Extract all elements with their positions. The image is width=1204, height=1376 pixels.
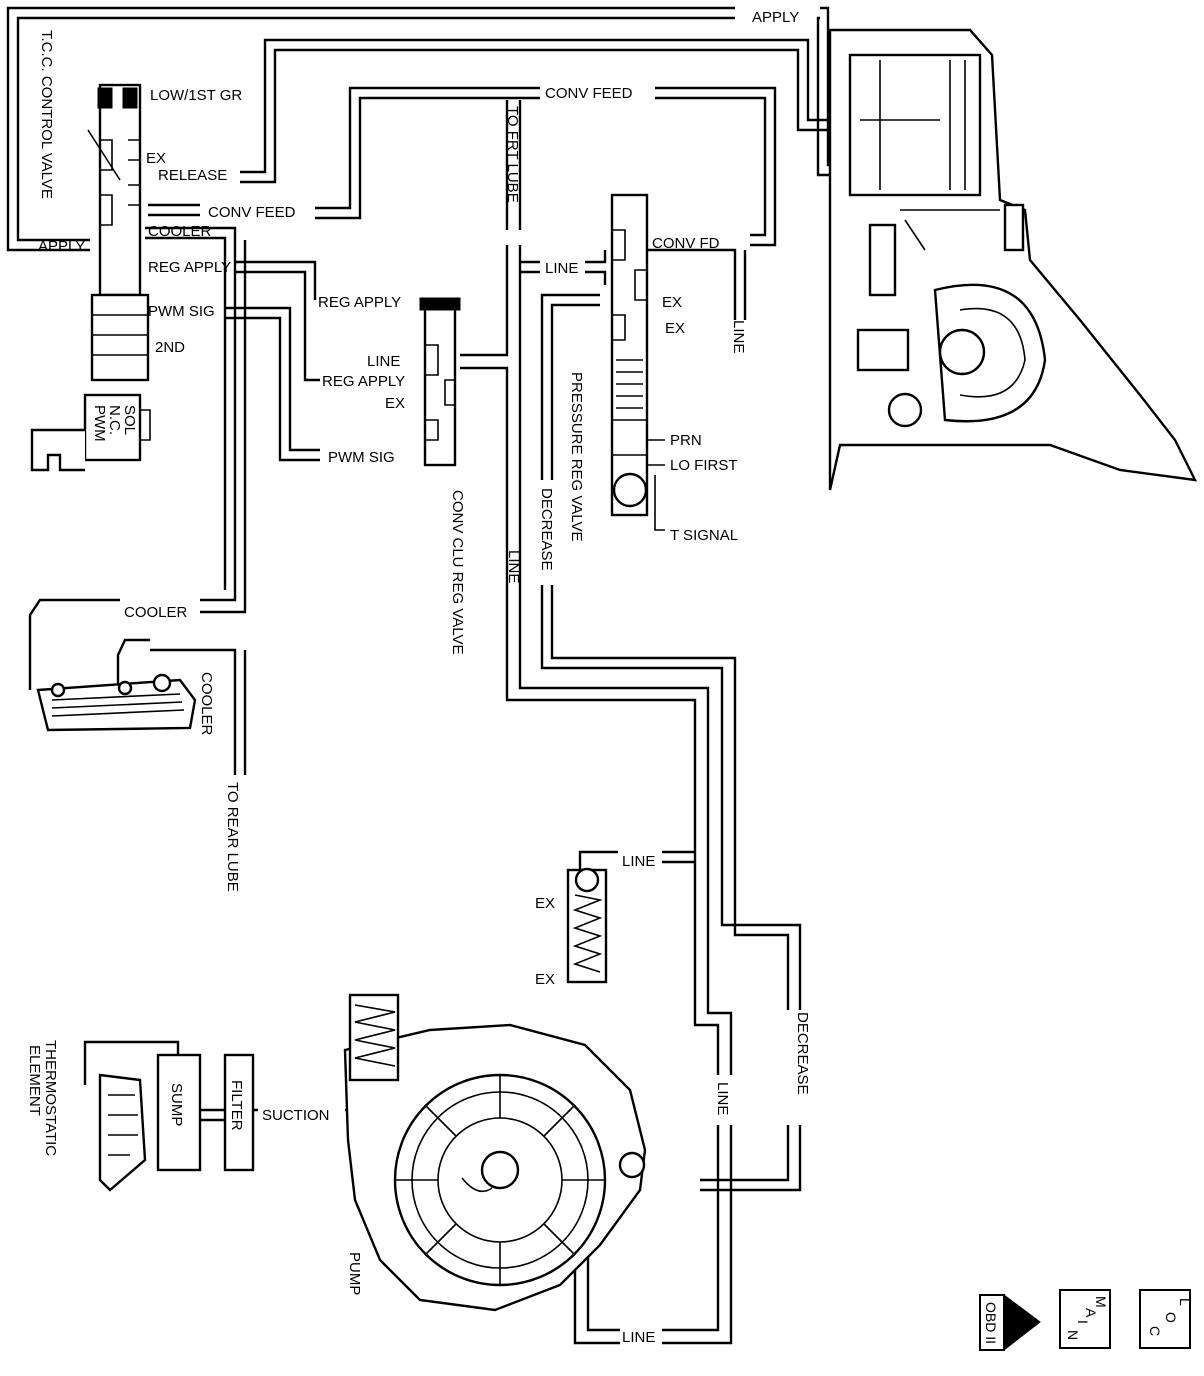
cooler-passage xyxy=(28,226,237,690)
label-reg-apply-2: REG APPLY xyxy=(318,294,401,311)
label-ex-6: EX xyxy=(535,971,555,988)
label-nc-pwm-sol-2: PWM xyxy=(91,405,108,442)
reg-apply-passage xyxy=(235,260,320,382)
label-line-1: LINE xyxy=(545,260,578,277)
label-decrease-1: DECREASE xyxy=(538,488,555,571)
obd-triangle-icon xyxy=(1003,1294,1041,1352)
label-cooler-1: COOLER xyxy=(148,223,212,240)
sump-link xyxy=(83,1040,180,1085)
label-filter: FILTER xyxy=(228,1080,245,1131)
release-passage-inner xyxy=(240,48,850,184)
label-ex-2: EX xyxy=(662,294,682,311)
pwm-sig-passage xyxy=(225,306,320,462)
label-lo-first: LO FIRST xyxy=(670,457,738,474)
main-letter-m: M xyxy=(1093,1296,1109,1308)
apply-passage-inner xyxy=(16,16,850,242)
suction-passage xyxy=(200,1099,391,1122)
label-thermostatic-2: ELEMENT xyxy=(26,1045,43,1116)
sump-filter-group xyxy=(98,1053,255,1192)
label-nc-pwm-sol-1: N.C. xyxy=(106,405,123,435)
label-2nd: 2ND xyxy=(155,339,185,356)
conv-feed-valve-link xyxy=(148,203,200,217)
label-line-vertical: LINE xyxy=(730,320,747,353)
conv-feed-passage xyxy=(315,86,777,247)
label-cooler-3: COOLER xyxy=(198,672,215,736)
main-letter-i: I xyxy=(1075,1320,1091,1324)
cooler-rear-lube-passage xyxy=(116,638,247,775)
label-conv-fd: CONV FD xyxy=(652,235,720,252)
label-line-5: LINE xyxy=(714,1082,731,1115)
nc-pwm-solenoid xyxy=(30,393,151,472)
label-t-signal: T SIGNAL xyxy=(670,527,738,544)
label-decrease-2: DECREASE xyxy=(794,1012,811,1095)
label-reg-apply-3: REG APPLY xyxy=(322,373,405,390)
decrease-passage xyxy=(540,293,802,1192)
line-bottom-passage xyxy=(573,1125,733,1345)
conv-feed-passage-inner xyxy=(315,96,767,237)
obd-ii-button[interactable]: OBD II xyxy=(979,1294,1041,1352)
transmission-cutaway xyxy=(828,28,1198,491)
pump-assembly xyxy=(343,993,647,1312)
label-to-frt-lube: TO FRT LUBE xyxy=(504,106,521,203)
label-prn: PRN xyxy=(670,432,702,449)
cooler-passage-2 xyxy=(145,236,247,614)
label-apply-left: APPLY xyxy=(38,238,85,255)
obd-ii-label: OBD II xyxy=(983,1302,999,1344)
loc-button[interactable]: L O C xyxy=(1139,1289,1193,1349)
loc-letter-c: C xyxy=(1147,1326,1163,1336)
cooler-unit xyxy=(36,673,197,732)
label-pwm-sig-1: PWM SIG xyxy=(148,303,215,320)
pressure-reg-valve xyxy=(610,193,665,531)
label-nc-pwm-sol-3: SOL xyxy=(121,405,138,435)
check-valve xyxy=(566,867,608,984)
main-letter-a: A xyxy=(1083,1308,1099,1318)
label-release: RELEASE xyxy=(158,167,227,184)
diagram-labels: APPLY T.C.C. CONTROL VALVE LOW/1ST GR EX… xyxy=(26,9,811,1346)
label-tcc-control-valve: T.C.C. CONTROL VALVE xyxy=(38,30,55,199)
conv-clu-reg-valve xyxy=(419,297,461,467)
label-apply-top: APPLY xyxy=(752,9,799,26)
label-thermostatic-1: THERMOSTATIC xyxy=(42,1040,59,1156)
main-letter-n: N xyxy=(1065,1330,1081,1340)
loc-letter-l: L xyxy=(1177,1298,1193,1306)
hydraulic-passages xyxy=(6,6,850,1345)
line-right-passage xyxy=(645,248,747,320)
label-suction: SUCTION xyxy=(262,1107,330,1124)
label-conv-clu-reg-valve: CONV CLU REG VALVE xyxy=(449,490,466,655)
loc-letter-o: O xyxy=(1163,1312,1179,1323)
label-pwm-sig-2: PWM SIG xyxy=(328,449,395,466)
label-line-3: LINE xyxy=(505,550,522,583)
label-low-1st-gr: LOW/1ST GR xyxy=(150,87,242,104)
label-line-2: LINE xyxy=(367,353,400,370)
label-conv-feed-1: CONV FEED xyxy=(208,204,296,221)
label-pressure-reg-valve: PRESSURE REG VALVE xyxy=(568,372,585,542)
line-main-passage xyxy=(460,100,720,1075)
label-conv-feed-top: CONV FEED xyxy=(545,85,633,102)
label-line-4: LINE xyxy=(622,853,655,870)
line-to-press-reg xyxy=(520,250,607,285)
tcc-control-valve xyxy=(87,83,150,382)
label-cooler-2: COOLER xyxy=(124,604,188,621)
decrease-passage-2 xyxy=(550,303,790,1182)
line-check-passage xyxy=(578,850,695,872)
release-passage xyxy=(240,38,850,174)
label-ex-3: EX xyxy=(665,320,685,337)
label-reg-apply-1: REG APPLY xyxy=(148,259,231,276)
label-to-rear-lube: TO REAR LUBE xyxy=(224,782,241,892)
line-main-passage-2 xyxy=(518,100,733,1075)
label-sump: SUMP xyxy=(168,1083,185,1126)
label-ex-4: EX xyxy=(385,395,405,412)
label-ex-5: EX xyxy=(535,895,555,912)
label-pump: PUMP xyxy=(346,1252,363,1295)
main-button[interactable]: M A I N xyxy=(1059,1289,1111,1349)
label-line-6: LINE xyxy=(622,1329,655,1346)
label-ex-1: EX xyxy=(146,150,166,167)
